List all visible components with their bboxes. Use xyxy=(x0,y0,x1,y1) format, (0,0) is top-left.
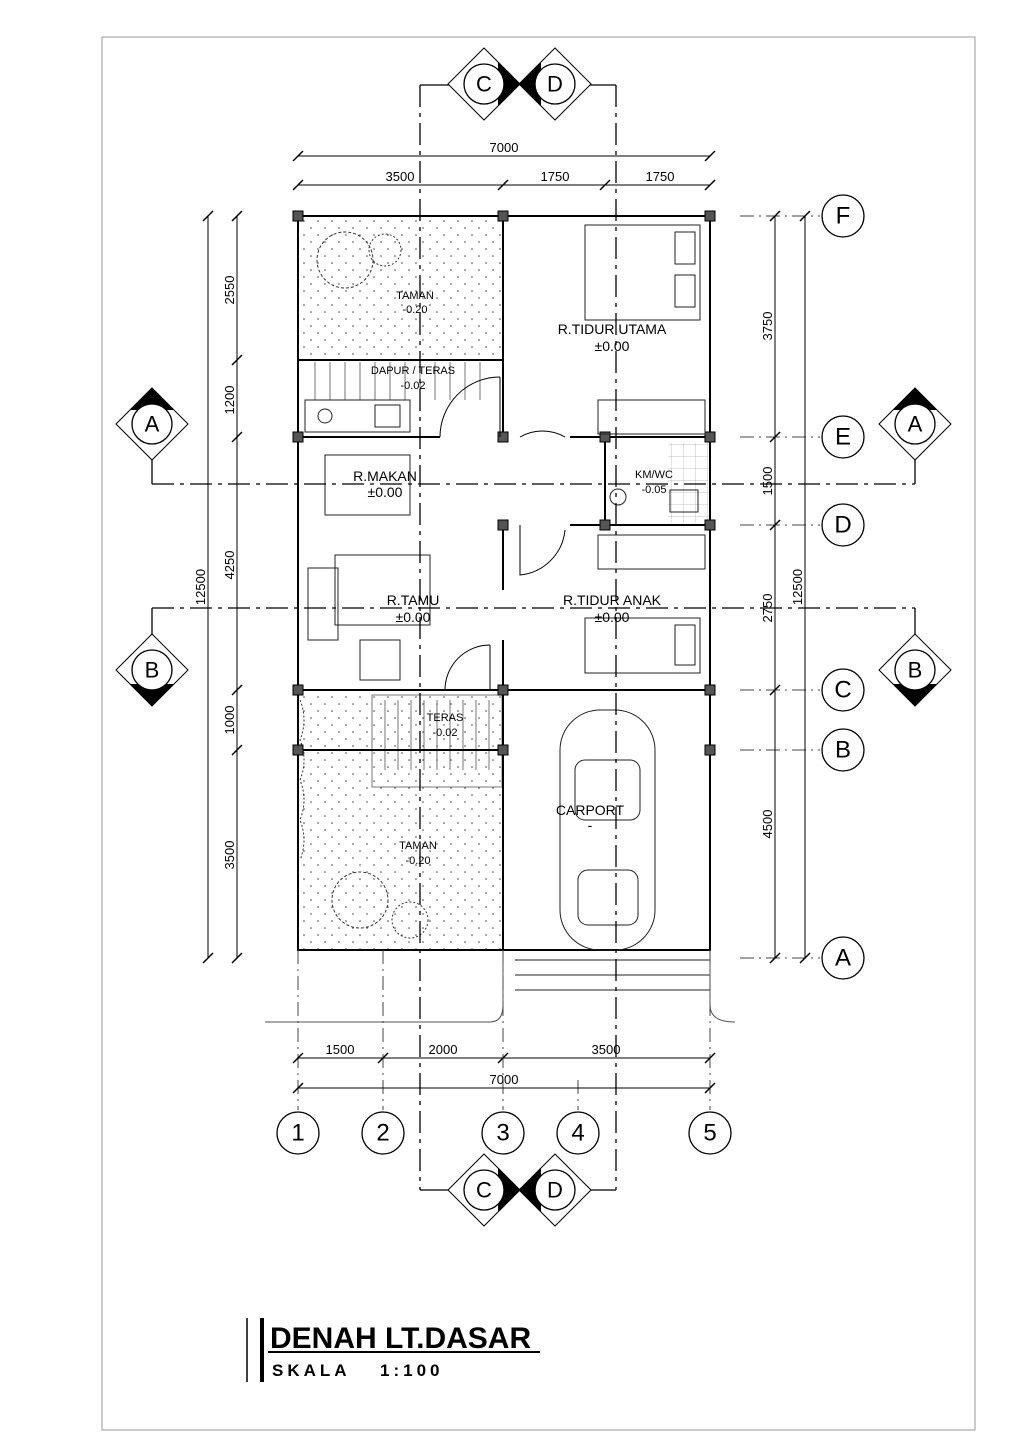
section-label: D xyxy=(547,1178,563,1203)
section-label: C xyxy=(476,72,492,97)
grid-axis-label: F xyxy=(836,203,851,230)
room-level: - xyxy=(588,817,593,833)
grid-axis-label: 1 xyxy=(291,1120,304,1147)
dimension-right-segment: 1500 xyxy=(760,467,775,496)
room-name: DAPUR / TERAS xyxy=(371,365,455,377)
grid-axis-label: 2 xyxy=(376,1120,389,1147)
grid-axis-label: C xyxy=(834,677,851,704)
dimension-left-segment: 4250 xyxy=(222,551,237,580)
dimension-left-total: 12500 xyxy=(193,569,208,605)
garden-top-fill xyxy=(300,218,503,360)
section-marker-d-top: D xyxy=(518,47,592,121)
dimension-bottom-total: 7000 xyxy=(490,1072,519,1087)
room-level: -0.20 xyxy=(402,304,427,316)
grid-bubbles-vertical xyxy=(276,1111,732,1155)
dimension-left-segment: 3500 xyxy=(222,841,237,870)
room-name: TAMAN xyxy=(396,290,434,302)
room-level: -0.02 xyxy=(400,380,425,392)
dimension-top-segment: 1750 xyxy=(646,169,675,184)
room-level: ±0.00 xyxy=(595,609,630,625)
site-curve xyxy=(265,955,736,1023)
grid-axis-label: 5 xyxy=(703,1120,716,1147)
section-marker-c-bottom: C xyxy=(447,1153,521,1227)
room-name: CARPORT xyxy=(556,802,625,818)
room-name: R.TIDUR ANAK xyxy=(563,592,662,608)
room-name: R.TIDUR UTAMA xyxy=(558,321,667,337)
section-leaders xyxy=(151,84,916,1191)
section-marker-b-right: B xyxy=(878,633,952,707)
section-label: A xyxy=(145,412,160,437)
room-level: -0.02 xyxy=(432,727,457,739)
room-name: R.TAMU xyxy=(387,592,440,608)
section-label: B xyxy=(145,658,160,683)
dimension-right-segment: 3750 xyxy=(760,312,775,341)
section-label: C xyxy=(476,1178,492,1203)
section-label: D xyxy=(547,72,563,97)
section-marker-c-top: C xyxy=(447,47,521,121)
room-level: ±0.00 xyxy=(368,484,403,500)
dimension-bottom-segment: 1500 xyxy=(326,1042,355,1057)
room-level: -0.05 xyxy=(641,484,666,496)
dimension-top-segment: 1750 xyxy=(541,169,570,184)
grid-axis-label: D xyxy=(834,512,851,539)
dimension-left-segment: 1200 xyxy=(222,386,237,415)
bathroom-tiles xyxy=(668,443,708,523)
section-marker-b-left: B xyxy=(115,633,189,707)
section-marker-d-bottom: D xyxy=(518,1153,592,1227)
room-level: ±0.00 xyxy=(396,609,431,625)
scale-value: 1:100 xyxy=(380,1361,443,1380)
grid-axis-label: 4 xyxy=(571,1120,584,1147)
scale-label: SKALA xyxy=(272,1361,351,1380)
room-name: TERAS xyxy=(427,712,464,724)
grid-axis-label: B xyxy=(835,737,851,764)
dimension-ticks xyxy=(202,150,811,1094)
dimension-left-segment: 1000 xyxy=(222,706,237,735)
section-label: A xyxy=(908,412,923,437)
grid-axis-label: 3 xyxy=(496,1120,509,1147)
dimension-right-segment: 2750 xyxy=(760,594,775,623)
room-name: R.MAKAN xyxy=(353,468,417,484)
grid-bubbles-horizontal xyxy=(821,194,865,980)
section-cut-lines xyxy=(152,85,915,1190)
grid-axis-label: A xyxy=(835,945,851,972)
sheet-border xyxy=(101,36,976,1431)
dimension-top-total: 7000 xyxy=(490,140,519,155)
room-level: -0.20 xyxy=(405,855,430,867)
room-name: KM/WC xyxy=(635,469,673,481)
columns xyxy=(292,210,716,756)
grid-axis-label: E xyxy=(835,424,851,451)
teras-steps xyxy=(371,694,503,788)
dimension-top-segment: 3500 xyxy=(386,169,415,184)
room-name: TAMAN xyxy=(399,840,437,852)
dimension-bottom-segment: 3500 xyxy=(592,1042,621,1057)
doors xyxy=(439,376,566,691)
drawing-title: DENAH LT.DASAR xyxy=(270,1322,531,1355)
dimension-bottom-segment: 2000 xyxy=(429,1042,458,1057)
section-label: B xyxy=(908,658,923,683)
dimension-left-segment: 2550 xyxy=(222,276,237,305)
section-marker-a-left: A xyxy=(115,387,189,461)
grid-lines xyxy=(297,215,820,1110)
dimension-right-segment: 4500 xyxy=(760,810,775,839)
garden-bottom-fill xyxy=(300,695,503,950)
title-block: DENAH LT.DASAR SKALA 1:100 xyxy=(246,1318,540,1382)
dimension-right-total: 12500 xyxy=(790,569,805,605)
car-symbol xyxy=(515,709,710,991)
room-level: ±0.00 xyxy=(595,338,630,354)
furniture xyxy=(304,224,706,681)
tree-symbols xyxy=(299,231,429,939)
section-marker-a-right: A xyxy=(878,387,952,461)
